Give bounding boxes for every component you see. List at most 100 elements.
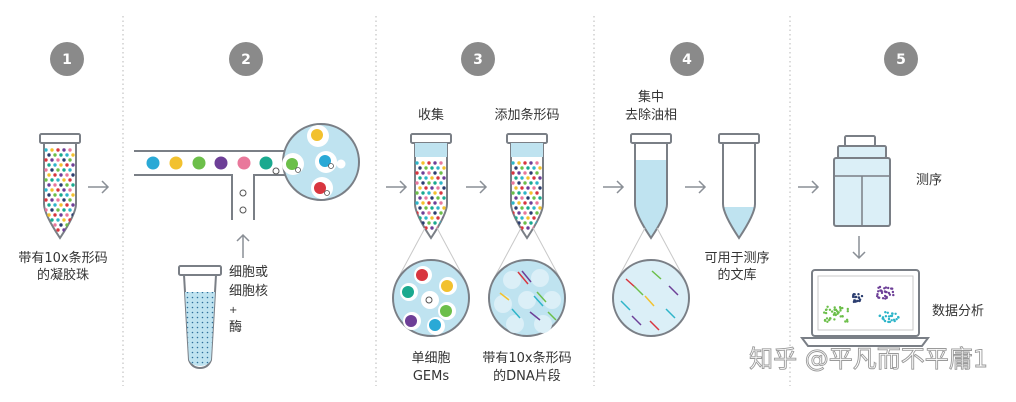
bead-dot (415, 201, 419, 205)
bead-dot (436, 176, 440, 180)
cluster-dot (828, 308, 832, 311)
library-zoom-circle (612, 259, 690, 337)
bead-dot (424, 196, 428, 200)
bead-dot (430, 186, 434, 190)
cluster-dot (846, 310, 849, 313)
bead-dot (520, 186, 524, 190)
cluster-dot (897, 315, 900, 319)
bead-dot (415, 221, 419, 225)
cluster-dot (854, 299, 857, 302)
bead-dot (439, 161, 443, 165)
bead-dot (532, 186, 536, 190)
bead-dot (68, 198, 72, 202)
cluster-dot (833, 318, 836, 321)
bead-dot (44, 228, 48, 232)
bead-dot (520, 196, 524, 200)
microfluidic-channel (134, 150, 290, 220)
bead-dot (424, 176, 428, 180)
bead-dot (517, 201, 521, 205)
cluster-dot (839, 307, 842, 310)
bead-dot (56, 188, 60, 192)
bead-dot (517, 191, 521, 195)
bead-dot (53, 183, 57, 187)
bead-dot (520, 206, 524, 210)
cluster-dot (882, 318, 885, 321)
bead-dot (538, 206, 542, 210)
library-tube (718, 133, 760, 240)
bead-dot (511, 201, 515, 205)
bead-dot (47, 153, 51, 157)
bead-dot (511, 221, 515, 225)
cluster-dot (857, 296, 861, 299)
bead-dot (53, 163, 57, 167)
bead-dot (526, 226, 530, 230)
bead-dot (538, 176, 542, 180)
cluster-dot (891, 312, 894, 315)
cluster-dot (890, 319, 893, 322)
bead-dot (44, 178, 48, 182)
bead-dot (427, 191, 431, 195)
bead-dot (53, 213, 57, 217)
bead-dot (421, 211, 425, 215)
bead-dot (418, 206, 422, 210)
arrow-icon (386, 180, 408, 194)
bead-dot (68, 168, 72, 172)
cluster-dot (857, 293, 860, 296)
bead-dot (62, 218, 66, 222)
bead-dot (50, 218, 54, 222)
bead-dot (535, 171, 539, 175)
cluster-dot (884, 297, 887, 300)
bead-dot (529, 181, 533, 185)
bead-dot (65, 213, 69, 217)
bead-dot (427, 181, 431, 185)
cluster-dot (894, 312, 897, 315)
bead-dot (59, 213, 63, 217)
bead-dot (514, 196, 518, 200)
bead-dot (50, 148, 54, 152)
bead-dot (535, 211, 539, 215)
bead-dot (418, 226, 422, 230)
bead-dot (418, 176, 422, 180)
bead-dot (68, 178, 72, 182)
bead-dot (442, 186, 446, 190)
bead-dot (535, 161, 539, 165)
bead-dot (65, 193, 69, 197)
droplet-chamber (282, 123, 360, 201)
bead-dot (439, 201, 443, 205)
bead-dot (439, 211, 443, 215)
bead-dot (56, 228, 60, 232)
gem-zoom-circle (392, 259, 470, 337)
cluster-dot (883, 319, 887, 323)
bead-dot (65, 183, 69, 187)
cluster-dot (841, 306, 844, 310)
cluster-dot (837, 311, 840, 314)
bead-dot (529, 211, 533, 215)
bead-dot (50, 198, 54, 202)
zoom-lines (615, 227, 687, 283)
bead-dot (439, 181, 443, 185)
bead-dot (59, 153, 63, 157)
bead-dot (44, 198, 48, 202)
bead-dot (433, 191, 437, 195)
bead-dot (514, 166, 518, 170)
bead-dot (532, 206, 536, 210)
bead-dot (538, 196, 542, 200)
bead-dot (523, 161, 527, 165)
pool-label: 集中 (638, 89, 664, 105)
cluster-dot (844, 320, 847, 323)
library-label-line-2: 的文库 (717, 267, 756, 283)
bead-dot (514, 226, 518, 230)
bead-dot (526, 186, 530, 190)
bead-dot (421, 161, 425, 165)
bead-dot (418, 186, 422, 190)
bead-dot (53, 173, 57, 177)
svg-text:5: 5 (896, 52, 906, 68)
bead-dot (436, 206, 440, 210)
bead-dot (71, 173, 75, 177)
step-4-badge: 4 (670, 42, 704, 76)
bead-dot (418, 166, 422, 170)
bead-dot (532, 176, 536, 180)
bead-dot (520, 216, 524, 220)
bead-dot (59, 173, 63, 177)
